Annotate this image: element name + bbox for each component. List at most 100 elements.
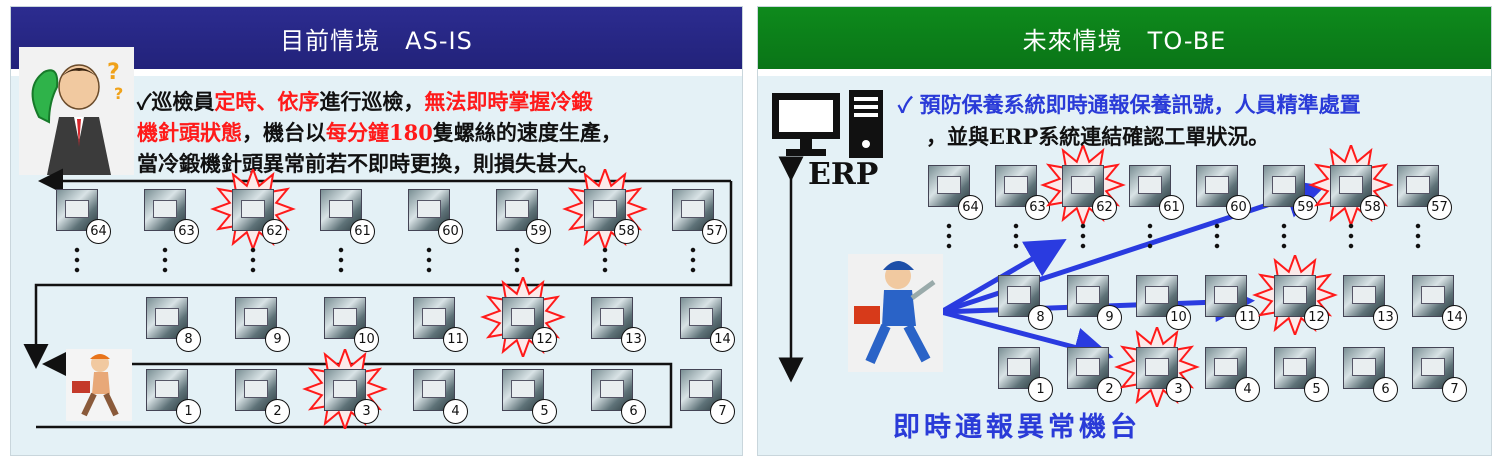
machine-number: 61 — [1159, 195, 1184, 220]
svg-text:?: ? — [114, 84, 123, 103]
line1-highlight-1: 定時、依序 — [214, 89, 320, 114]
machine-number: 9 — [265, 327, 290, 352]
cold-forging-machine-icon — [408, 189, 450, 231]
continuation-dots — [74, 245, 80, 275]
machine-number: 4 — [443, 399, 468, 424]
machine-number: 12 — [532, 327, 557, 352]
machine-number: 3 — [354, 399, 379, 424]
line1-check: ✓ — [898, 92, 920, 117]
continuation-dots — [1013, 221, 1019, 251]
header-strip-right — [758, 69, 1491, 76]
cold-forging-machine-icon — [232, 189, 274, 231]
machine-number: 59 — [1293, 195, 1318, 220]
machine-number: 1 — [1028, 377, 1053, 402]
to-be-header: 未來情境 TO-BE — [758, 7, 1491, 69]
as-is-line3: 當冷鍛機針頭異常前若不即時更換，則損失甚大。 — [137, 151, 599, 176]
machine-number: 57 — [1427, 195, 1452, 220]
machine-number: 6 — [621, 399, 646, 424]
cold-forging-machine-icon — [146, 297, 188, 339]
continuation-dots — [162, 245, 168, 275]
cold-forging-machine-icon — [496, 189, 538, 231]
continuation-dots — [1415, 221, 1421, 251]
continuation-dots — [426, 245, 432, 275]
line2-highlight-1: 機針頭狀態 — [137, 120, 242, 145]
machine-number: 3 — [1166, 377, 1191, 402]
line2-highlight-2: 每分鐘180 — [326, 120, 433, 145]
continuation-dots — [1214, 221, 1220, 251]
machine-number: 9 — [1097, 305, 1122, 330]
cold-forging-machine-icon — [235, 369, 277, 411]
machine-number: 2 — [1097, 377, 1122, 402]
as-is-line1: ✓巡檢員定時、依序進行巡檢，無法即時掌握冷鍛 — [137, 86, 592, 117]
machine-number: 14 — [1442, 305, 1467, 330]
machine-number: 8 — [1028, 305, 1053, 330]
machine-number: 4 — [1235, 377, 1260, 402]
server-tower-icon — [849, 90, 883, 158]
cold-forging-machine-icon — [680, 297, 722, 339]
machine-number: 63 — [174, 219, 199, 244]
machine-number: 13 — [621, 327, 646, 352]
machine-number: 14 — [710, 327, 735, 352]
machine-number: 2 — [265, 399, 290, 424]
machine-number: 7 — [1442, 377, 1467, 402]
machine-number: 7 — [710, 399, 735, 424]
machine-number: 10 — [354, 327, 379, 352]
cold-forging-machine-icon — [1196, 165, 1238, 207]
to-be-line2: ，並與ERP系統連結確認工單狀況。 — [926, 124, 1270, 149]
cold-forging-machine-icon — [144, 189, 186, 231]
machine-number: 64 — [958, 195, 983, 220]
line2-mid: ，機台以 — [242, 120, 326, 145]
as-is-line2: 機針頭狀態，機台以每分鐘180隻螺絲的速度生產， — [137, 117, 622, 148]
machine-number: 8 — [176, 327, 201, 352]
machine-number: 60 — [1226, 195, 1251, 220]
machine-number: 59 — [526, 219, 551, 244]
cold-forging-machine-icon — [1136, 347, 1178, 389]
machine-number: 64 — [86, 219, 111, 244]
as-is-title: 目前情境 AS-IS — [280, 26, 473, 55]
machine-number: 5 — [1304, 377, 1329, 402]
machine-number: 10 — [1166, 305, 1191, 330]
line1-mid: 進行巡檢， — [319, 89, 425, 114]
machine-number: 1 — [176, 399, 201, 424]
header-strip — [11, 69, 742, 76]
cold-forging-machine-icon — [1412, 347, 1454, 389]
machine-number: 12 — [1304, 305, 1329, 330]
machine-number: 63 — [1025, 195, 1050, 220]
to-be-line1: ✓ 預防保養系統即時通報保養訊號，人員精準處置 — [898, 89, 1361, 120]
line1-highlight: 預防保養系統即時通報保養訊號，人員精準處置 — [919, 92, 1361, 117]
computer-monitor-icon — [772, 93, 840, 156]
cold-forging-machine-icon — [502, 297, 544, 339]
machine-number: 58 — [1360, 195, 1385, 220]
continuation-dots — [1281, 221, 1287, 251]
cold-forging-machine-icon — [584, 189, 626, 231]
machine-number: 61 — [350, 219, 375, 244]
erp-label: ERP — [808, 157, 879, 192]
to-be-title: 未來情境 TO-BE — [1022, 26, 1227, 55]
machine-number: 11 — [1235, 305, 1260, 330]
cold-forging-machine-icon — [591, 297, 633, 339]
line1-pre: ✓巡檢員 — [137, 89, 215, 114]
cold-forging-machine-icon — [1136, 275, 1178, 317]
machine-number: 57 — [702, 219, 727, 244]
machine-number: 62 — [1092, 195, 1117, 220]
continuation-dots — [1348, 221, 1354, 251]
machine-number: 13 — [1373, 305, 1398, 330]
continuation-dots — [946, 221, 952, 251]
continuation-dots — [602, 245, 608, 275]
cold-forging-machine-icon — [324, 297, 366, 339]
svg-text:?: ? — [107, 60, 120, 85]
continuation-dots — [514, 245, 520, 275]
to-be-footer: 即時通報異常機台 — [893, 412, 1141, 443]
cold-forging-machine-icon — [502, 369, 544, 411]
machine-number: 6 — [1373, 377, 1398, 402]
line2-post: 隻螺絲的速度生產， — [432, 120, 622, 145]
running-repairman-icon — [848, 254, 943, 372]
running-worker-icon — [66, 349, 132, 421]
cold-forging-machine-icon — [1343, 275, 1385, 317]
machine-number: 62 — [262, 219, 287, 244]
cold-forging-machine-icon — [928, 165, 970, 207]
cold-forging-machine-icon — [591, 369, 633, 411]
continuation-dots — [338, 245, 344, 275]
continuation-dots — [1080, 221, 1086, 251]
